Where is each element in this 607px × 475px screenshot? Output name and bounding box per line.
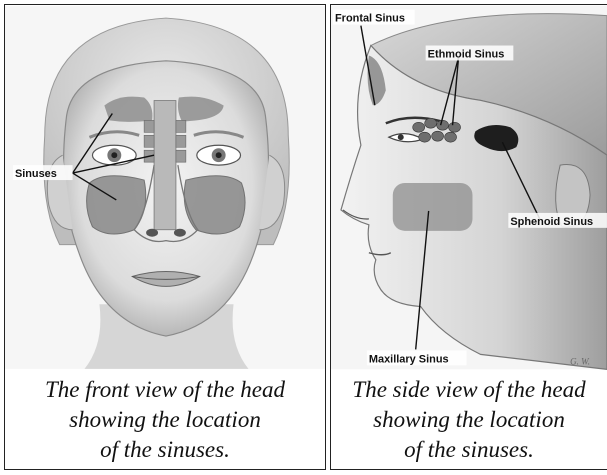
maxillary-sinus <box>393 183 473 231</box>
sphenoid-sinus-label: Sphenoid Sinus <box>510 216 593 228</box>
front-view-illustration: Sinuses <box>5 5 325 370</box>
caption-line: of the sinuses. <box>331 435 607 465</box>
side-view-caption: The side view of the head showing the lo… <box>331 375 607 465</box>
caption-line: showing the location <box>331 405 607 435</box>
frontal-sinus-label: Frontal Sinus <box>335 13 405 25</box>
sinuses-label: Sinuses <box>15 168 57 180</box>
ethmoid-sinus-label: Ethmoid Sinus <box>428 48 505 60</box>
side-view-illustration: Frontal Sinus Ethmoid Sinus Sphenoid Sin… <box>331 5 607 370</box>
side-view-panel: Frontal Sinus Ethmoid Sinus Sphenoid Sin… <box>330 4 607 470</box>
caption-line: The front view of the head <box>5 375 325 405</box>
artist-signature: G. W. <box>570 356 590 366</box>
front-view-caption: The front view of the head showing the l… <box>5 375 325 465</box>
maxillary-sinus-right <box>184 176 245 234</box>
caption-line: The side view of the head <box>331 375 607 405</box>
nasal-septum <box>154 101 176 230</box>
caption-line: of the sinuses. <box>5 435 325 465</box>
front-view-panel: Sinuses The front view of the head showi… <box>4 4 326 470</box>
caption-line: showing the location <box>5 405 325 435</box>
maxillary-sinus-label: Maxillary Sinus <box>369 353 449 365</box>
